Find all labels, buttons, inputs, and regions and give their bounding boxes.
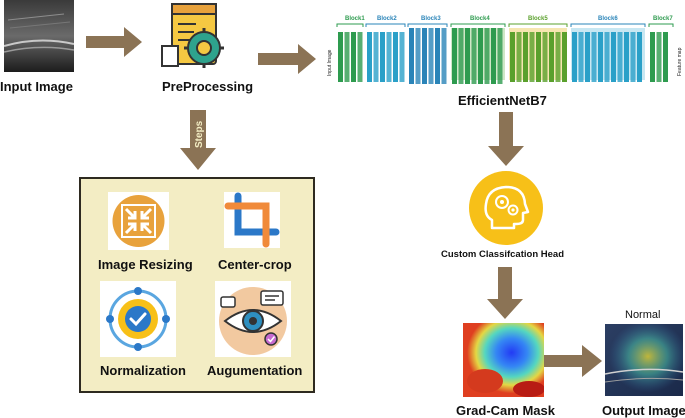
network-layer-bar xyxy=(409,28,414,86)
network-layer-bar xyxy=(549,32,554,82)
network-layer-bar xyxy=(591,32,597,82)
network-layer-bar xyxy=(393,32,398,82)
network-layer-bar xyxy=(373,32,379,82)
network-layer-bar xyxy=(422,28,427,86)
output-image xyxy=(605,324,683,396)
network-layer-bar xyxy=(367,32,372,82)
preprocessing-label: PreProcessing xyxy=(162,79,254,94)
efficientnet-diagram: Block1 Block2 Block3 Block4 Block5 Block… xyxy=(323,14,685,86)
gradcam-label: Grad-Cam Mask xyxy=(456,403,555,418)
network-layer-bar xyxy=(478,28,483,86)
arrow-input-to-preprocessing xyxy=(86,27,142,57)
arrow-network-to-head xyxy=(488,112,524,166)
network-layer-bar xyxy=(415,28,421,86)
network-layer-bar xyxy=(357,32,363,82)
network-layer-bar xyxy=(604,32,610,82)
network-layer-bar xyxy=(585,32,590,82)
block-label-7: Block7 xyxy=(653,16,673,22)
network-layer-bar xyxy=(399,32,405,82)
network-layer-bar xyxy=(523,32,528,82)
network-layer-bar xyxy=(529,32,535,82)
center-crop-icon xyxy=(224,192,280,248)
network-layer-bar xyxy=(441,28,447,86)
normalization-icon xyxy=(100,281,176,357)
network-layer-bar xyxy=(386,32,392,82)
step-label-normalization: Normalization xyxy=(100,363,186,378)
network-layer-bar xyxy=(562,32,567,82)
block-label-2: Block2 xyxy=(377,16,397,22)
network-layer-bar xyxy=(536,32,541,82)
block-label-6: Block6 xyxy=(598,16,618,22)
arrow-gradcam-to-output xyxy=(544,345,602,377)
network-layer-bar xyxy=(630,32,636,82)
augmentation-icon xyxy=(215,281,291,357)
network-layer-bar xyxy=(542,32,548,82)
preprocessing-icon xyxy=(161,3,224,68)
network-layer-bar xyxy=(491,28,496,86)
arrow-preprocessing-to-network xyxy=(258,44,316,74)
network-layer-bar xyxy=(435,28,440,86)
efficientnet-label: EfficientNetB7 xyxy=(458,93,547,108)
network-layer-bar xyxy=(428,28,434,86)
network-layer-bar xyxy=(465,28,470,86)
network-layer-bar xyxy=(344,32,350,82)
network-layer-bar xyxy=(510,32,515,82)
step-label-center-crop: Center-crop xyxy=(218,257,292,272)
network-layer-bar xyxy=(624,32,629,82)
network-layer-bar xyxy=(471,28,477,86)
network-input-label: Input Image xyxy=(327,49,333,76)
network-feature-map-label: Feature map xyxy=(677,47,683,76)
classification-head-label: Custom Classifcation Head xyxy=(441,249,564,260)
network-layer-bar xyxy=(598,32,603,82)
network-layer-bar xyxy=(484,28,490,86)
network-layer-bar xyxy=(452,28,457,86)
network-layer-bar xyxy=(637,32,642,82)
arrow-head-to-gradcam xyxy=(487,267,523,319)
network-layer-bar xyxy=(555,32,561,82)
network-layer-bar xyxy=(663,32,668,82)
block-label-1: Block1 xyxy=(345,16,365,22)
network-layer-bar xyxy=(611,32,616,82)
network-layers xyxy=(338,28,668,86)
network-layer-bar xyxy=(338,32,343,82)
steps-arrow: Steps xyxy=(180,110,216,170)
network-layer-bar xyxy=(656,32,662,82)
network-layer-bar xyxy=(458,28,464,86)
network-layer-bar xyxy=(351,32,356,82)
steps-arrow-label: Steps xyxy=(194,120,205,148)
image-resizing-icon xyxy=(108,192,169,250)
network-layer-bar xyxy=(617,32,623,82)
block-label-4: Block4 xyxy=(470,16,490,22)
network-layer-bar xyxy=(497,28,503,86)
input-image-thumbnail xyxy=(4,0,74,72)
network-layer-bar xyxy=(578,32,584,82)
input-image-label: Input Image xyxy=(0,79,73,94)
step-label-image-resizing: Image Resizing xyxy=(98,257,193,272)
classification-head-icon xyxy=(469,171,543,245)
gradcam-mask-image xyxy=(463,323,544,397)
block-label-3: Block3 xyxy=(421,16,441,22)
network-layer-bar xyxy=(380,32,385,82)
output-image-label: Output Image xyxy=(602,403,685,418)
network-layer-bar xyxy=(650,32,655,82)
step-label-augmentation: Augumentation xyxy=(207,363,303,378)
output-class-label: Normal xyxy=(625,309,661,321)
network-layer-bar xyxy=(516,32,522,82)
network-layer-bar xyxy=(572,32,577,82)
block-label-5: Block5 xyxy=(528,16,548,22)
